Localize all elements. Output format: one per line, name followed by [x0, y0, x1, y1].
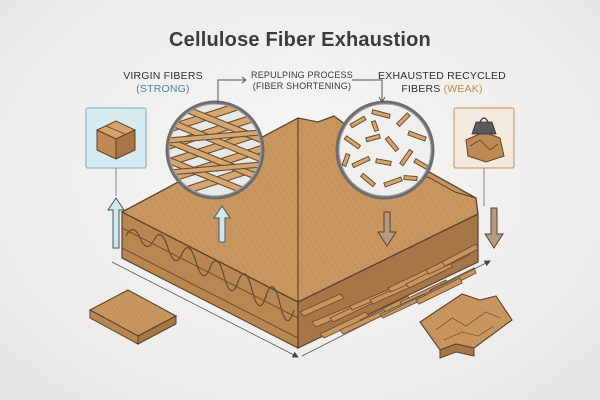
- process-arrow-end: [352, 79, 383, 102]
- exhausted-label-fibers: FIBERS: [401, 83, 441, 95]
- weakness-down-arrow-lens: [377, 211, 397, 247]
- crumpled-board-sample: [419, 293, 513, 359]
- diagram-title: Cellulose Fiber Exhaustion: [169, 29, 431, 51]
- repulping-label-line2: (FIBER SHORTENING): [252, 81, 352, 91]
- liner-bottom: [121, 247, 299, 339]
- repulping-label-line1: REPULPING PROCESS: [251, 70, 353, 80]
- crushed-box-weight-icon: [453, 107, 515, 169]
- process-arrow-head-end: [378, 96, 386, 103]
- corrugated-flutes: [125, 228, 295, 322]
- weakness-down-arrow-right: [484, 207, 504, 249]
- process-arrow-head-start: [241, 76, 247, 84]
- strength-up-arrow-lens: [213, 205, 231, 243]
- cardboard-slab: [111, 115, 491, 358]
- dimension-line-left: [111, 261, 299, 358]
- exhausted-label-line1: EXHAUSTED RECYCLED: [378, 70, 506, 82]
- short-fibers-magnifier-icon: [335, 100, 435, 200]
- virgin-fibers-label: VIRGIN FIBERS (STRONG): [108, 70, 218, 96]
- cardboard-box-icon: [85, 107, 147, 169]
- exhausted-label-weak: (WEAK): [443, 83, 483, 95]
- exhausted-fibers-label: EXHAUSTED RECYCLED FIBERS (WEAK): [372, 70, 512, 96]
- repulping-process-label: REPULPING PROCESS (FIBER SHORTENING): [232, 70, 372, 92]
- liner-top: [121, 227, 299, 319]
- virgin-fibers-label-line1: VIRGIN FIBERS: [123, 70, 203, 82]
- dimension-line-right: [301, 260, 491, 357]
- process-arrow-start: [217, 79, 246, 104]
- exhausted-label-line2: FIBERS (WEAK): [372, 83, 512, 96]
- virgin-fibers-label-line2: (STRONG): [136, 83, 190, 95]
- strength-up-arrow-left: [107, 197, 125, 249]
- long-fibers-magnifier-icon: [165, 100, 265, 200]
- flat-board-sample: [88, 289, 178, 345]
